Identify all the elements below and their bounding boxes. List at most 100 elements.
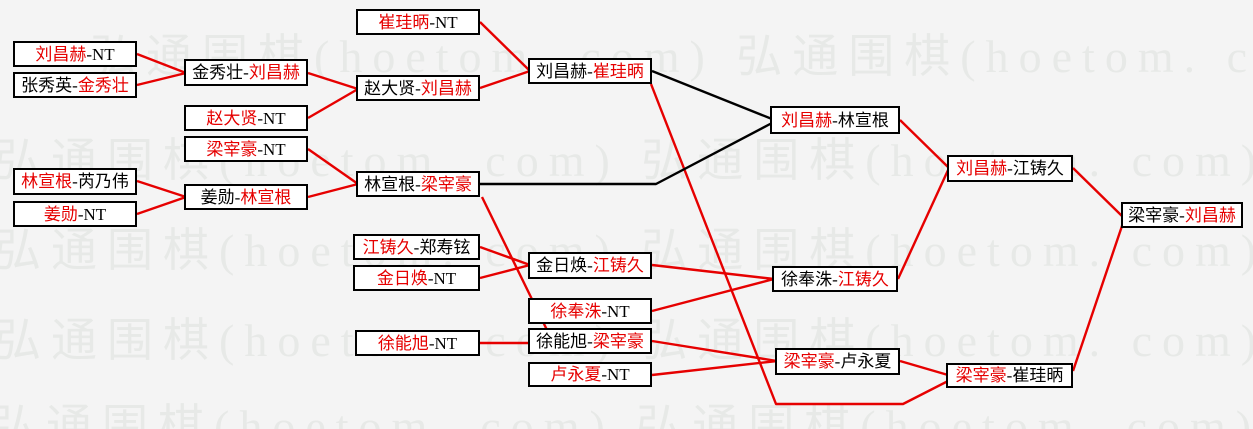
player-name: 梁宰豪 <box>420 174 472 194</box>
player-name: 江铸久 <box>362 237 414 257</box>
player-name: 崔珪昞 <box>1012 366 1064 385</box>
player-name: 张秀英 <box>21 75 73 95</box>
connector-line-red <box>896 167 951 280</box>
player-name: 梁宰豪 <box>1128 205 1180 225</box>
match-box-luyongxia-nt: 卢永夏-NT <box>528 362 652 387</box>
match-box-zhaodaxian-liuchanghe: 赵大贤-刘昌赫 <box>356 75 480 101</box>
match-box-liangzaihao-cuiguibing: 梁宰豪-崔珪昞 <box>946 363 1073 388</box>
name-separator: - <box>587 256 593 275</box>
player-name: NT <box>433 268 457 288</box>
name-separator: - <box>72 75 78 95</box>
name-separator: - <box>601 365 607 384</box>
connector-line-red <box>1071 222 1125 372</box>
player-name: NT <box>434 333 458 353</box>
connector-line-red <box>899 359 949 377</box>
player-name: NT <box>83 204 107 224</box>
match-box-liuchanghe-jiangzhujiu: 刘昌赫-江铸久 <box>947 155 1073 182</box>
connector-line-red <box>307 148 359 185</box>
player-name: 姜勋 <box>200 187 235 207</box>
connector-line-black <box>651 69 773 121</box>
name-separator: - <box>257 139 263 159</box>
match-box-xunengxu-nt: 徐能旭-NT <box>355 330 480 356</box>
match-box-zhangxiuying-jinxiuzhuang: 张秀英-金秀壮 <box>13 72 137 98</box>
player-name: 金秀壮 <box>192 63 244 82</box>
player-name: 江铸久 <box>837 269 889 289</box>
player-name: 刘昌赫 <box>1184 205 1236 225</box>
match-box-liangzaihao-liuchanghe: 梁宰豪-刘昌赫 <box>1121 202 1243 228</box>
name-separator: - <box>832 110 838 130</box>
name-separator: - <box>415 174 421 194</box>
name-separator: - <box>427 268 434 288</box>
watermark-row: 弘通围棋(hoetom. com) 弘通围棋(hoetom. com) 弘通围棋… <box>0 401 1253 429</box>
player-name: 梁宰豪 <box>592 331 644 351</box>
player-name: 崔珪昞 <box>378 12 430 32</box>
match-box-linxuangen-ruinaiwei: 林宣根-芮乃伟 <box>13 168 137 195</box>
player-name: 江铸久 <box>592 256 644 275</box>
match-box-cuiguibing-nt: 崔珪昞-NT <box>356 9 480 35</box>
player-name: 刘昌赫 <box>248 63 300 82</box>
connector-line-red <box>136 71 187 87</box>
connector-line-red <box>899 119 950 169</box>
name-separator: - <box>832 269 838 289</box>
match-box-jinrihuan-jiangzhujiu: 金日焕-江铸久 <box>528 252 652 279</box>
connector-line-red <box>649 83 949 406</box>
player-name: NT <box>607 301 630 321</box>
match-box-xufengzhu-nt: 徐奉洙-NT <box>528 298 652 324</box>
name-separator: - <box>86 44 92 64</box>
player-name: 赵大贤 <box>206 108 258 128</box>
name-separator: - <box>601 301 607 321</box>
match-box-jinxiuzhuang-liuchanghe: 金秀壮-刘昌赫 <box>184 59 308 86</box>
name-separator: - <box>234 187 241 207</box>
connector-line-red <box>307 182 359 199</box>
player-name: 刘昌赫 <box>956 159 1008 178</box>
player-name: 徐能旭 <box>536 331 588 351</box>
name-separator: - <box>415 78 421 98</box>
connector-line-red <box>307 71 359 91</box>
connector-line-red <box>479 263 531 280</box>
match-box-linxuangen-liangzaihao: 林宣根-梁宰豪 <box>356 171 480 197</box>
name-separator: - <box>72 172 78 191</box>
name-separator: - <box>413 237 420 257</box>
connector-line-red <box>136 52 187 75</box>
player-name: 卢永夏 <box>840 352 892 371</box>
match-box-jiangxun-linxuangen: 姜勋-林宣根 <box>184 184 308 210</box>
connector-line-black <box>480 121 773 186</box>
match-box-xufengzhu-jiangzhujiu: 徐奉洙-江铸久 <box>772 266 898 292</box>
connector-line-red <box>136 179 187 199</box>
match-box-jiangzhujiu-zhengshouxuan: 江铸久-郑寿铉 <box>353 234 480 260</box>
player-name: 梁宰豪 <box>783 352 835 371</box>
connector-line-red <box>651 277 775 313</box>
player-name: 刘昌赫 <box>781 110 833 130</box>
player-name: 刘昌赫 <box>35 44 87 64</box>
player-name: 郑寿铉 <box>419 237 471 257</box>
name-separator: - <box>257 108 263 128</box>
name-separator: - <box>587 61 593 81</box>
player-name: 金秀壮 <box>77 75 129 95</box>
match-box-liangzaihao-nt: 梁宰豪-NT <box>184 136 308 162</box>
player-name: 徐奉洙 <box>550 301 602 321</box>
player-name: NT <box>92 44 115 64</box>
match-box-zhaodaxian-nt: 赵大贤-NT <box>184 105 308 131</box>
connector-line-red <box>651 339 778 363</box>
player-name: 金日焕 <box>536 256 588 275</box>
name-separator: - <box>834 352 841 371</box>
name-separator: - <box>587 331 593 351</box>
player-name: 江铸久 <box>1012 159 1064 178</box>
player-name: 姜勋 <box>43 204 78 224</box>
connector-line-red <box>479 21 531 72</box>
player-name: 林宣根 <box>240 187 292 207</box>
connector-line-red <box>651 359 778 377</box>
name-separator: - <box>429 12 435 32</box>
match-box-liuchanghe-nt: 刘昌赫-NT <box>13 41 137 67</box>
match-box-liuchanghe-linxuangen: 刘昌赫-林宣根 <box>770 106 900 134</box>
player-name: 徐能旭 <box>377 333 429 353</box>
player-name: NT <box>607 365 630 384</box>
player-name: 梁宰豪 <box>955 366 1007 385</box>
name-separator: - <box>243 63 249 82</box>
player-name: NT <box>263 108 286 128</box>
player-name: 芮乃伟 <box>77 172 129 191</box>
connector-line-red <box>479 245 531 267</box>
match-box-liangzaihao-luyongxia: 梁宰豪-卢永夏 <box>775 348 900 375</box>
